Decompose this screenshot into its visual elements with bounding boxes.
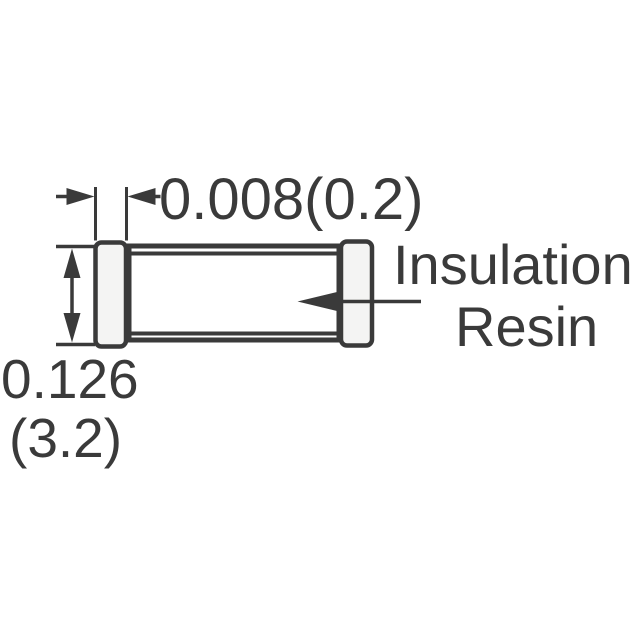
component-body [97, 243, 371, 343]
top-dimension-label: 0.008(0.2) [159, 167, 423, 232]
arrowhead-right-icon [66, 188, 95, 205]
left-terminal-electrode [93, 240, 129, 349]
arrowhead-left-icon [127, 188, 156, 205]
height-dimension-label-inch: 0.126 [1, 348, 139, 410]
annotation-label-line1: Insulation [393, 233, 633, 296]
annotation-arrowhead-icon [297, 292, 337, 311]
height-dimension-label-mm: (3.2) [9, 407, 122, 469]
right-terminal-electrode [338, 239, 375, 348]
annotation-label-line2: Resin [455, 295, 598, 358]
arrowhead-down-icon [63, 313, 81, 343]
arrowhead-up-icon [63, 248, 81, 278]
